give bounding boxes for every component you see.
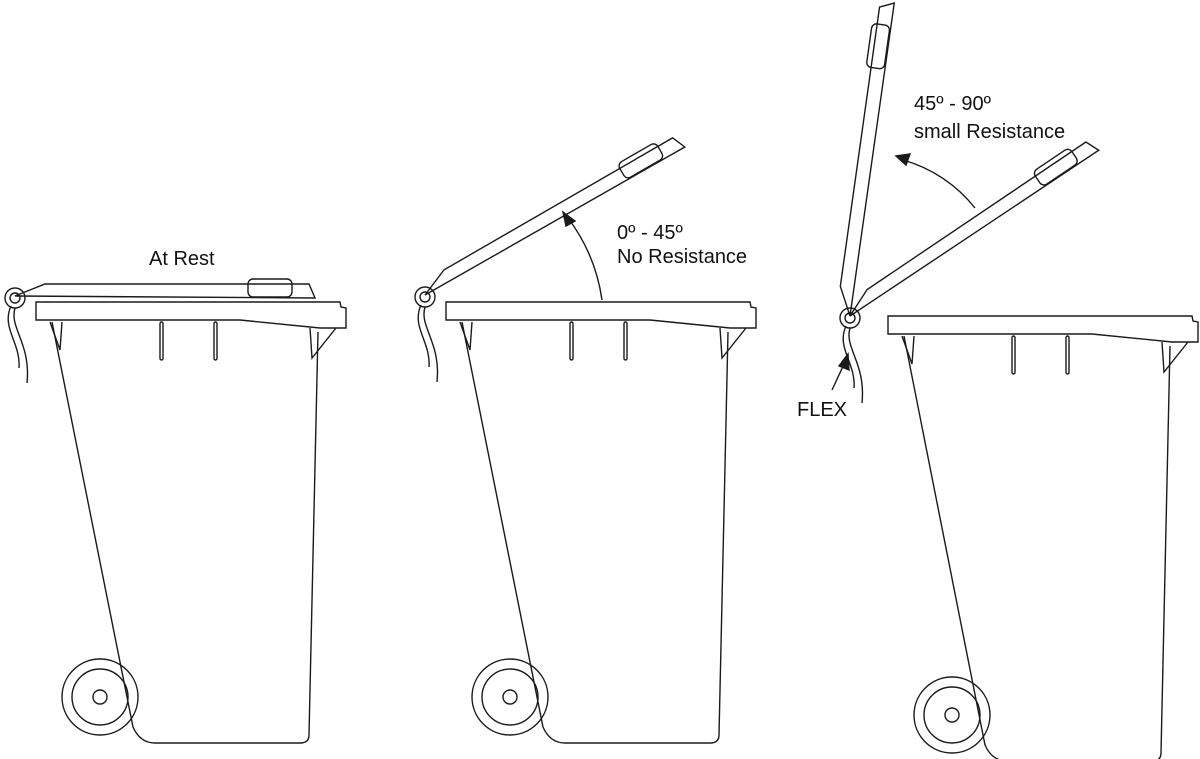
wheel-outer <box>61 658 139 736</box>
bin-body <box>461 321 729 744</box>
wheelie-bin-2 <box>414 137 757 744</box>
bin-rib <box>1011 335 1016 375</box>
bin-rib <box>1065 335 1070 375</box>
angle-arc-0-45 <box>567 217 603 301</box>
bin-body <box>903 335 1171 759</box>
lid <box>14 283 317 299</box>
bin-rim <box>887 315 1199 343</box>
bin-rib <box>159 321 164 361</box>
bin-rim <box>445 301 757 329</box>
lid <box>424 137 687 296</box>
bin-front-lip <box>1161 341 1189 374</box>
lid-handle <box>866 23 891 70</box>
wheel-inner <box>71 668 129 726</box>
arrowhead-icon <box>561 210 577 228</box>
lid-handle <box>1033 148 1078 186</box>
at-rest-label: At Rest <box>149 248 215 270</box>
wheelie-bin-1 <box>4 278 347 744</box>
wheel-hub <box>502 689 518 705</box>
hinge-outer <box>414 286 436 308</box>
stage3-angle-label: 45º - 90º <box>914 93 991 115</box>
bin-rib <box>569 321 574 361</box>
wheel-outer <box>913 676 991 754</box>
stage2-angle-label: 0º - 45º <box>617 222 683 244</box>
arrowhead-icon <box>894 153 912 167</box>
arrowhead-icon <box>837 352 850 372</box>
lid-handle <box>618 143 664 179</box>
wheel-outer <box>471 658 549 736</box>
lid-handle <box>247 278 293 298</box>
wheelie-bin-3 <box>839 2 1199 759</box>
flex-spring <box>417 304 439 383</box>
hinge-outer <box>4 287 26 309</box>
wheel-inner <box>923 686 981 744</box>
hinge-inner <box>419 291 431 303</box>
bin-front-lip <box>309 327 337 360</box>
flex-label: FLEX <box>797 399 848 421</box>
bin-body <box>51 321 319 744</box>
bin-front-lip <box>719 327 747 360</box>
bin-back-flap <box>459 321 473 351</box>
lid <box>849 141 1100 317</box>
bin-rib <box>623 321 628 361</box>
bin-rib <box>213 321 218 361</box>
angle-arc-45-90 <box>902 159 976 209</box>
bin-rim <box>35 301 347 329</box>
bin-back-flap <box>49 321 63 351</box>
stage2-resistance-label: No Resistance <box>617 246 748 268</box>
wheel-hub <box>944 707 960 723</box>
flex-spring <box>7 305 29 384</box>
hinge-inner <box>9 292 21 304</box>
lid <box>839 2 896 317</box>
bin-back-flap <box>901 335 915 365</box>
wheel-inner <box>481 668 539 726</box>
wheel-hub <box>92 689 108 705</box>
stage3-resistance-label: small Resistance <box>914 121 1066 143</box>
